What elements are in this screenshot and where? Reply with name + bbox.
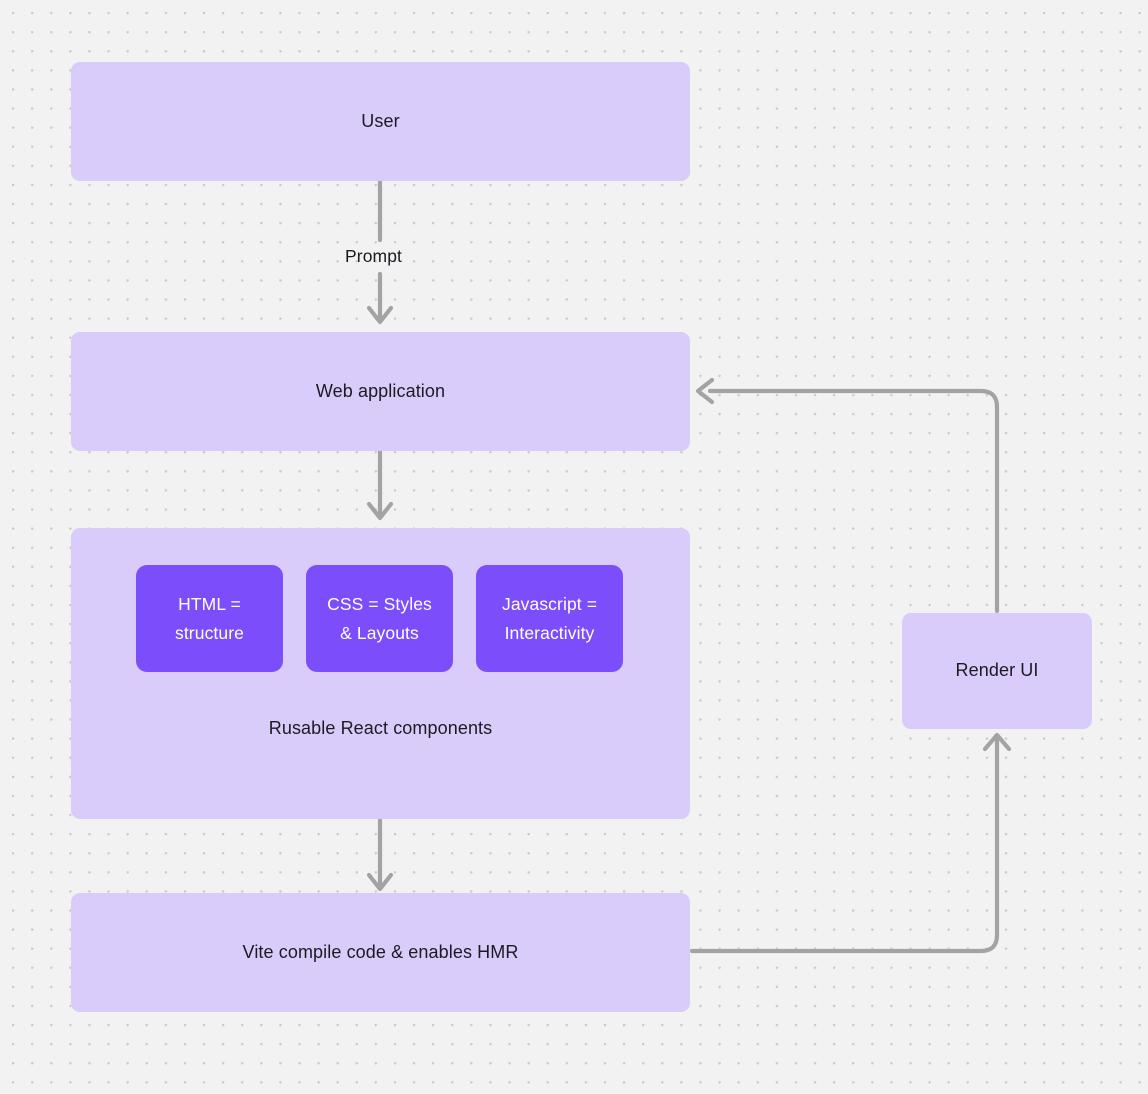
node-user-label: User [361, 110, 400, 131]
chip-css[interactable]: CSS = Styles & Layouts [306, 565, 453, 672]
node-web-application[interactable]: Web application [71, 332, 690, 451]
node-render-ui-label: Render UI [955, 660, 1039, 681]
edge-render-ui-to-web-application [695, 377, 1000, 614]
chip-css-label: CSS = Styles & Layouts [327, 594, 432, 643]
chip-javascript[interactable]: Javascript = Interactivity [476, 565, 623, 672]
chip-html[interactable]: HTML = structure [136, 565, 283, 672]
chip-html-label: HTML = structure [175, 594, 244, 643]
node-render-ui[interactable]: Render UI [902, 613, 1092, 729]
node-web-application-label: Web application [315, 380, 446, 401]
components-group-caption: Rusable React components [268, 718, 493, 738]
node-vite-label: Vite compile code & enables HMR [242, 941, 519, 962]
edge-label-prompt: Prompt [345, 246, 403, 266]
node-vite[interactable]: Vite compile code & enables HMR [71, 893, 690, 1012]
chip-javascript-label: Javascript = Interactivity [501, 594, 598, 643]
edge-web-application-to-components [366, 448, 394, 521]
edge-vite-to-render-ui [689, 732, 1012, 954]
node-user[interactable]: User [71, 62, 690, 181]
edge-components-to-vite [366, 816, 394, 892]
